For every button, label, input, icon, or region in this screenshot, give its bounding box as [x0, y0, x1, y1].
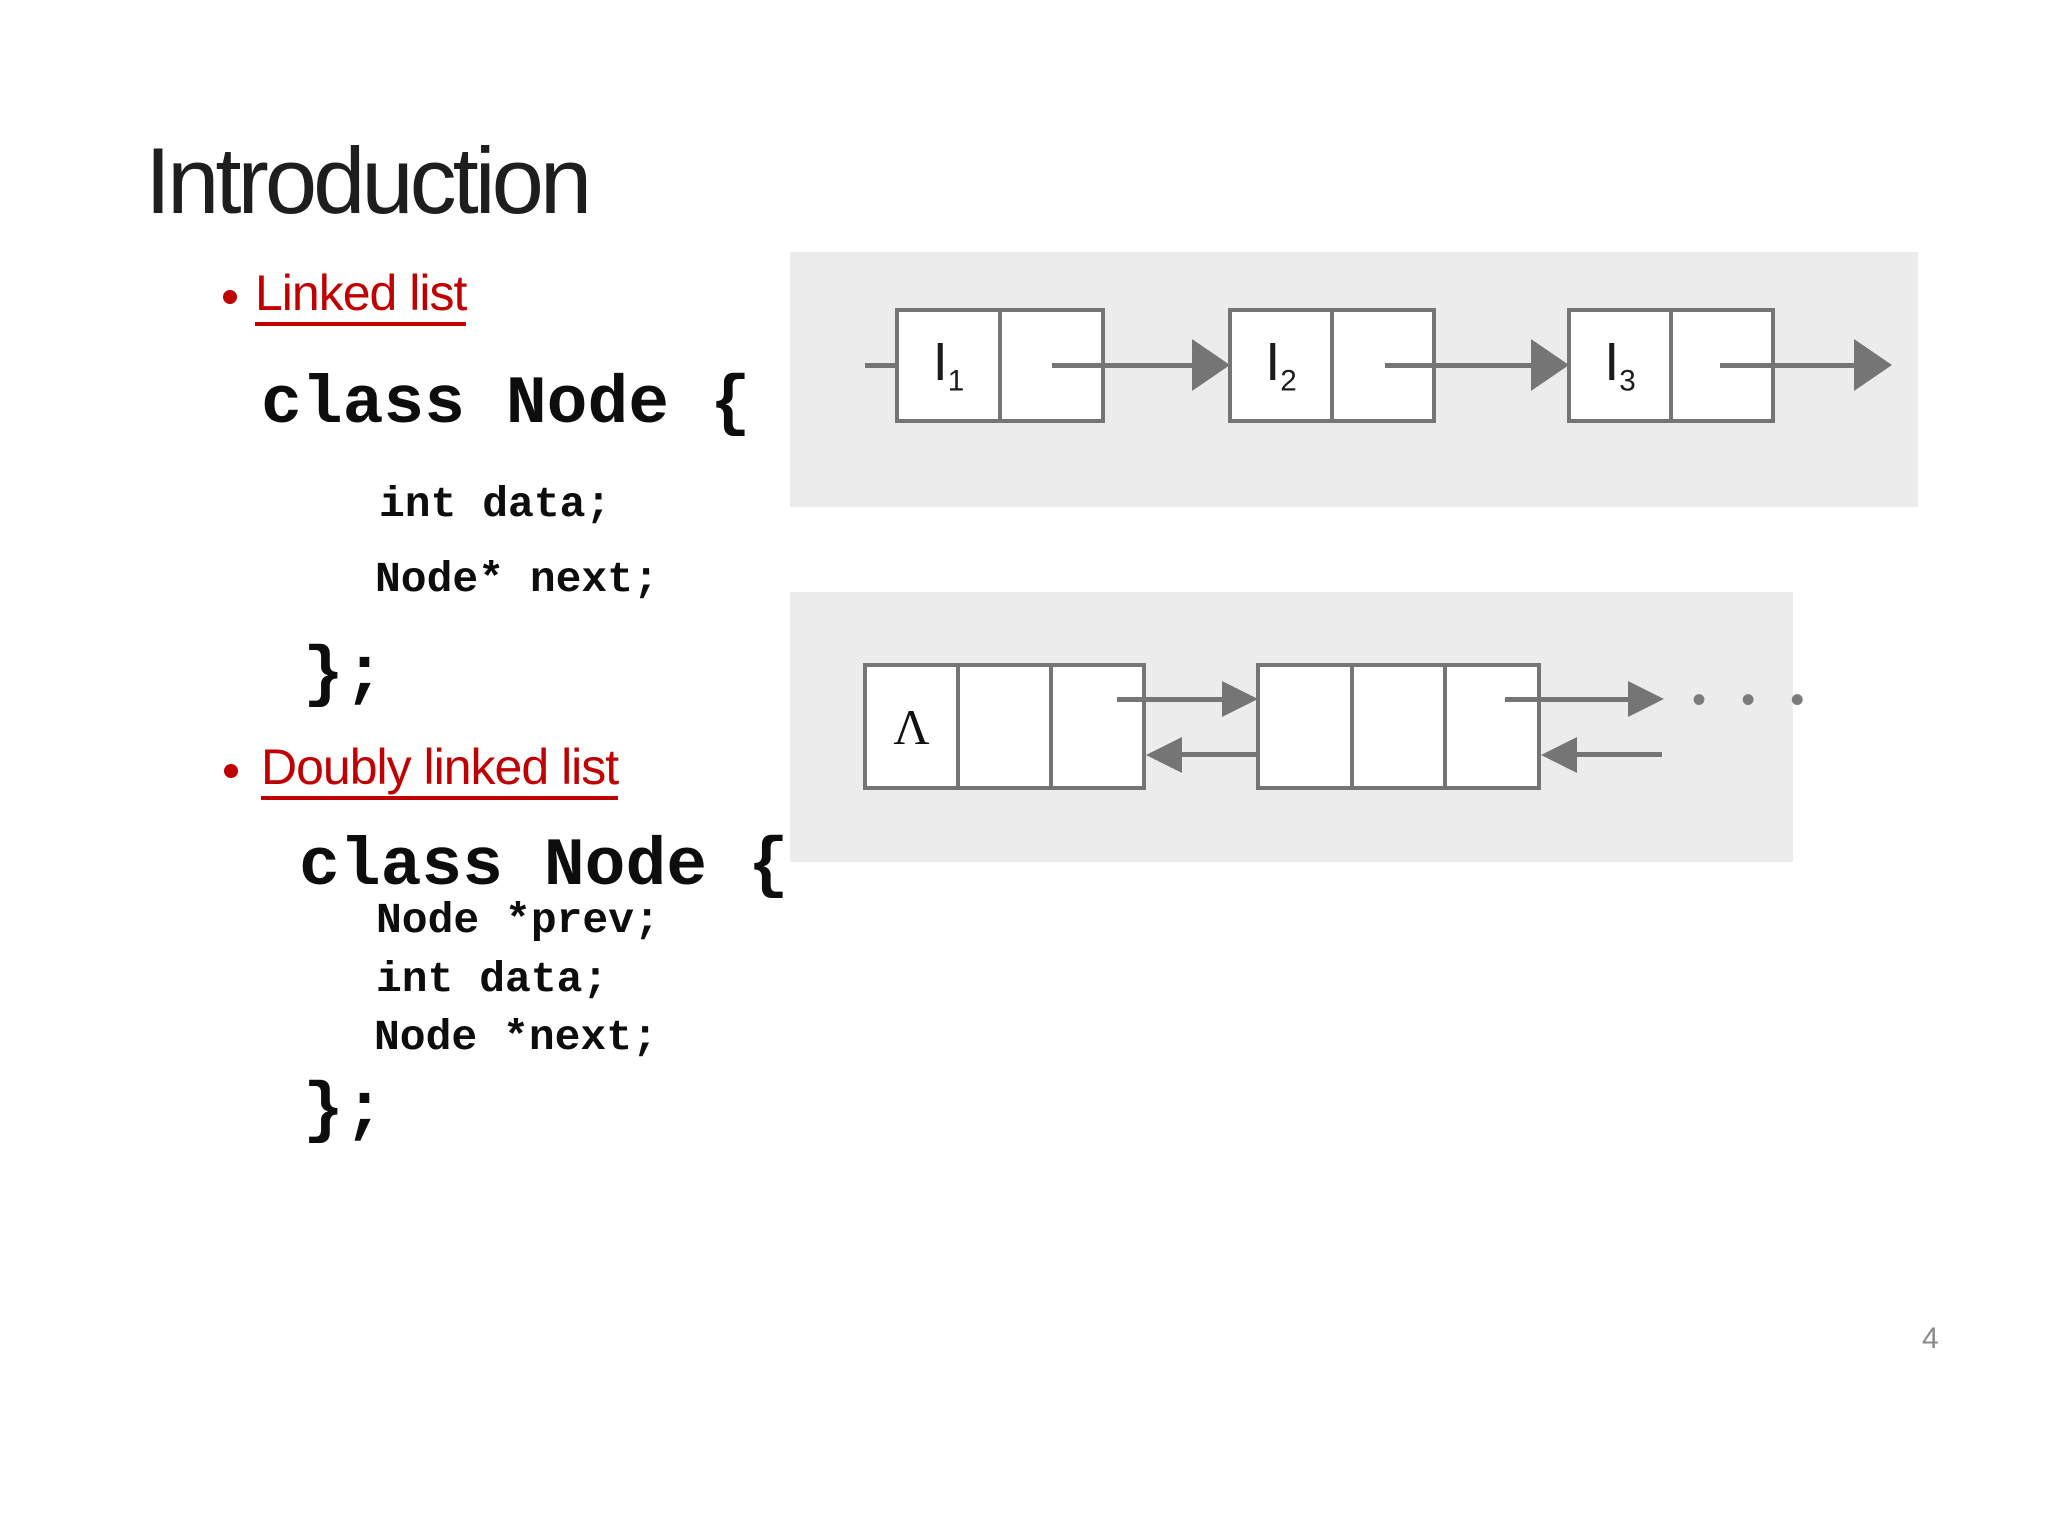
list-node: I3 [1567, 308, 1775, 423]
node-label: I3 [1604, 331, 1636, 398]
code1-line-class: class Node { [261, 366, 751, 443]
code1-line-data: int data; [379, 480, 612, 529]
next-pointer-arrow [1117, 697, 1222, 702]
next-pointer-arrow [1052, 363, 1192, 368]
code2-line-next: Node *next; [374, 1013, 658, 1062]
code1-line-next: Node* next; [375, 555, 659, 604]
prev-pointer-cell: Λ [867, 667, 956, 786]
next-pointer-cell [1330, 312, 1432, 419]
prev-pointer-cell [1260, 667, 1350, 786]
code2-line-data: int data; [376, 955, 609, 1004]
arrow-head-icon [1854, 339, 1892, 391]
bullet-dot [224, 764, 238, 778]
continuation-ellipsis: • • • [1692, 678, 1817, 722]
list-node: Λ [863, 663, 1146, 790]
arrow-head-icon [1531, 339, 1569, 391]
arrow-head-icon [1146, 737, 1182, 773]
code2-line-class: class Node { [299, 828, 789, 905]
code2-line-close: }; [303, 1073, 385, 1150]
code2-line-prev: Node *prev; [376, 896, 660, 945]
singly-linked-list-diagram: I1 I2 I3 [790, 252, 1918, 507]
bullet-linked-list: Linked list [255, 268, 467, 326]
list-node [1256, 663, 1541, 790]
list-node: I2 [1228, 308, 1436, 423]
doubly-linked-list-diagram: Λ • • • [790, 592, 1804, 862]
arrow-head-icon [1628, 681, 1664, 717]
data-cell: I3 [1571, 312, 1669, 419]
next-pointer-cell [1669, 312, 1771, 419]
next-pointer-cell [998, 312, 1101, 419]
next-pointer-arrow [1505, 697, 1628, 702]
node-label: I1 [932, 331, 965, 398]
next-pointer-cell [1443, 667, 1537, 786]
node-label: I2 [1265, 331, 1297, 398]
bullet-doubly-linked-list: Doubly linked list [261, 742, 619, 800]
data-cell [1349, 667, 1444, 786]
head-pointer-stub [865, 363, 897, 368]
data-cell: I1 [899, 312, 998, 419]
page-title: Introduction [145, 128, 592, 233]
next-pointer-arrow [1385, 363, 1531, 368]
code1-line-close: }; [303, 637, 385, 714]
next-pointer-cell [1049, 667, 1142, 786]
arrow-head-icon [1192, 339, 1230, 391]
bullet-dot [223, 290, 237, 304]
page-number: 4 [1922, 1322, 1939, 1355]
null-symbol: Λ [893, 698, 930, 755]
arrow-head-icon [1541, 737, 1577, 773]
prev-pointer-arrow [1182, 752, 1290, 757]
arrow-head-icon [1222, 681, 1258, 717]
data-cell: I2 [1232, 312, 1330, 419]
prev-pointer-arrow [1577, 752, 1662, 757]
next-pointer-arrow [1720, 363, 1854, 368]
data-cell [956, 667, 1049, 786]
